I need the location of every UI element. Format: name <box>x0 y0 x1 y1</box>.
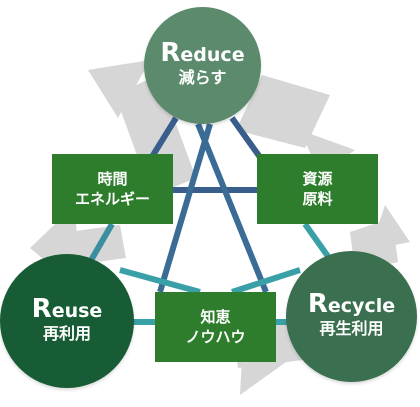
wisdom-knowhow-line1: 知恵 <box>200 308 231 326</box>
line-center-reduce-wisdom-b <box>157 123 213 293</box>
reduce-label-en: Reduce <box>160 38 245 68</box>
line-reuse-wisdom-b <box>119 267 201 295</box>
reuse-circle: Reuse 再利用 <box>0 254 134 388</box>
reuse-label-ja: 再利用 <box>42 323 91 343</box>
recycle-circle: Recycle 再生利用 <box>286 251 417 382</box>
resource-material-line1: 資源 <box>302 170 333 188</box>
connection-lines <box>87 116 335 325</box>
line-center-reduce-wisdom-a <box>195 122 269 294</box>
line-time-box-left <box>87 222 115 264</box>
time-energy-box: 時間 エネルギー <box>52 154 173 224</box>
line-recycle-wisdom-b <box>231 267 301 295</box>
wisdom-knowhow-line2: ノウハウ <box>185 328 246 346</box>
time-energy-line1: 時間 <box>97 170 128 188</box>
line-reduce-time <box>147 116 179 162</box>
reduce-label-ja: 減らす <box>178 68 227 87</box>
reuse-label-en: Reuse <box>31 293 103 324</box>
resource-material-box: 資源 原料 <box>257 154 378 224</box>
time-energy-line2: エネルギー <box>74 190 150 208</box>
line-reduce-resource <box>229 116 265 162</box>
resource-material-line2: 原料 <box>302 190 333 208</box>
reduce-circle: Reduce 減らす <box>144 7 261 124</box>
recycle-label-en: Recycle <box>307 289 396 319</box>
wisdom-knowhow-box: 知恵 ノウハウ <box>155 292 276 362</box>
recycle-label-ja: 再生利用 <box>319 319 384 338</box>
